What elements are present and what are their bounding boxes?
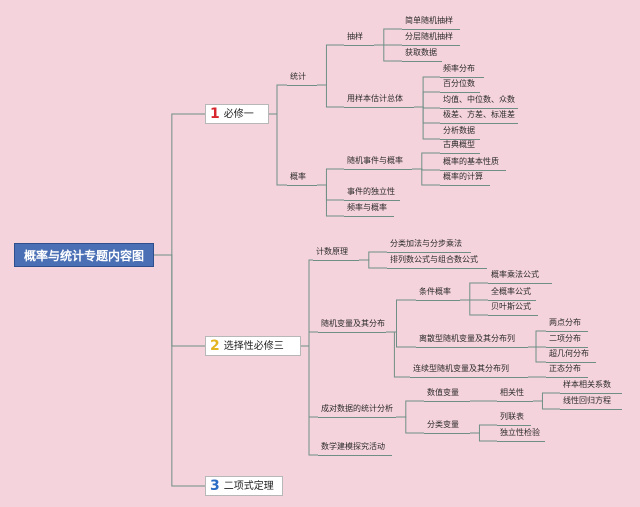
- connector-line: [317, 44, 344, 86]
- topic-node[interactable]: 概率的计算: [440, 170, 490, 186]
- topic-node[interactable]: 计数原理: [313, 245, 359, 261]
- connector-line: [374, 28, 402, 46]
- connector-line: [414, 106, 440, 140]
- connector-line: [396, 416, 424, 434]
- connector-line: [414, 106, 440, 124]
- topic-node[interactable]: 统计: [287, 70, 317, 86]
- topic-node[interactable]: 列联表: [497, 410, 531, 426]
- topic-node[interactable]: 数值变量: [424, 386, 470, 402]
- connector-line: [470, 432, 497, 442]
- connector-line: [154, 113, 205, 256]
- connector-line: [533, 392, 560, 402]
- branch-label: 选择性必修三: [223, 341, 284, 352]
- connector-line: [528, 330, 546, 348]
- connector-line: [533, 400, 560, 410]
- topic-node[interactable]: 用样本估计总体: [344, 92, 414, 108]
- topic-node[interactable]: 正态分布: [546, 362, 588, 378]
- root-node[interactable]: 概率与统计专题内容图: [14, 243, 154, 267]
- topic-node[interactable]: 分类加法与分步乘法: [387, 237, 471, 253]
- topic-node[interactable]: 分层随机抽样: [402, 30, 460, 46]
- topic-node[interactable]: 条件概率: [416, 285, 460, 301]
- connector-line: [414, 91, 440, 108]
- connector-line: [301, 331, 318, 347]
- connector-line: [301, 259, 313, 347]
- connector-line: [460, 282, 488, 301]
- topic-node[interactable]: 获取数据: [402, 46, 442, 62]
- topic-node[interactable]: 离散型随机变量及其分布列: [416, 332, 528, 348]
- topic-node[interactable]: 线性回归方程: [560, 394, 622, 410]
- connector-line: [317, 184, 344, 201]
- topic-node[interactable]: 排列数公式与组合数公式: [387, 253, 487, 269]
- connector-line: [396, 400, 424, 418]
- topic-node[interactable]: 均值、中位数、众数: [440, 93, 518, 109]
- topic-node[interactable]: 独立性检验: [497, 426, 545, 442]
- topic-node[interactable]: 百分位数: [440, 77, 480, 93]
- branch-number: 2: [210, 338, 220, 354]
- connector-line: [317, 184, 344, 217]
- topic-node[interactable]: 数学建模探究活动: [318, 440, 392, 456]
- connector-line: [386, 331, 416, 348]
- topic-node[interactable]: 成对数据的统计分析: [318, 402, 396, 418]
- connector-line: [528, 346, 546, 363]
- connector-line: [412, 168, 440, 186]
- topic-node[interactable]: 二项分布: [546, 332, 588, 348]
- topic-node[interactable]: 两点分布: [546, 316, 588, 332]
- connector-line: [154, 254, 205, 487]
- connector-line: [386, 299, 416, 333]
- connector-line: [359, 259, 387, 269]
- topic-node[interactable]: 分类变量: [424, 418, 470, 434]
- topic-node[interactable]: 概率: [287, 170, 317, 186]
- connector-line: [154, 254, 205, 347]
- topic-node[interactable]: 简单随机抽样: [402, 14, 460, 30]
- connector-line: [470, 424, 497, 434]
- connector-line: [317, 168, 344, 186]
- connector-line: [359, 251, 387, 261]
- branch-number: 3: [210, 478, 220, 494]
- topic-node[interactable]: 相关性: [497, 386, 533, 402]
- connector-line: [301, 345, 318, 456]
- topic-node[interactable]: 概率的基本性质: [440, 155, 506, 171]
- topic-node[interactable]: 全概率公式: [488, 285, 536, 301]
- connector-line: [317, 84, 344, 108]
- topic-node[interactable]: 频率分布: [440, 62, 484, 78]
- topic-node[interactable]: 样本相关系数: [560, 378, 622, 394]
- branch-label: 二项式定理: [223, 481, 274, 492]
- topic-node[interactable]: 连续型随机变量及其分布列: [410, 362, 528, 378]
- connector-line: [412, 152, 440, 170]
- connector-line: [386, 331, 410, 378]
- topic-node[interactable]: 超几何分布: [546, 347, 596, 363]
- connector-line: [269, 84, 287, 115]
- branch-number: 1: [210, 106, 220, 122]
- topic-node[interactable]: 概率乘法公式: [488, 268, 552, 284]
- topic-node[interactable]: 频率与概率: [344, 201, 394, 217]
- topic-node[interactable]: 分析数据: [440, 124, 480, 140]
- topic-node[interactable]: 随机事件与概率: [344, 154, 412, 170]
- branch-label: 必修一: [223, 109, 254, 120]
- topic-node[interactable]: 古典概型: [440, 138, 480, 154]
- connector-line: [374, 44, 402, 62]
- topic-node[interactable]: 抽样: [344, 30, 374, 46]
- topic-node[interactable]: 极差、方差、标准差: [440, 108, 518, 124]
- topic-node[interactable]: 事件的独立性: [344, 185, 400, 201]
- topic-node[interactable]: 贝叶斯公式: [488, 300, 538, 316]
- connector-line: [460, 299, 488, 316]
- connector-line: [269, 113, 287, 186]
- topic-node[interactable]: 随机变量及其分布: [318, 317, 386, 333]
